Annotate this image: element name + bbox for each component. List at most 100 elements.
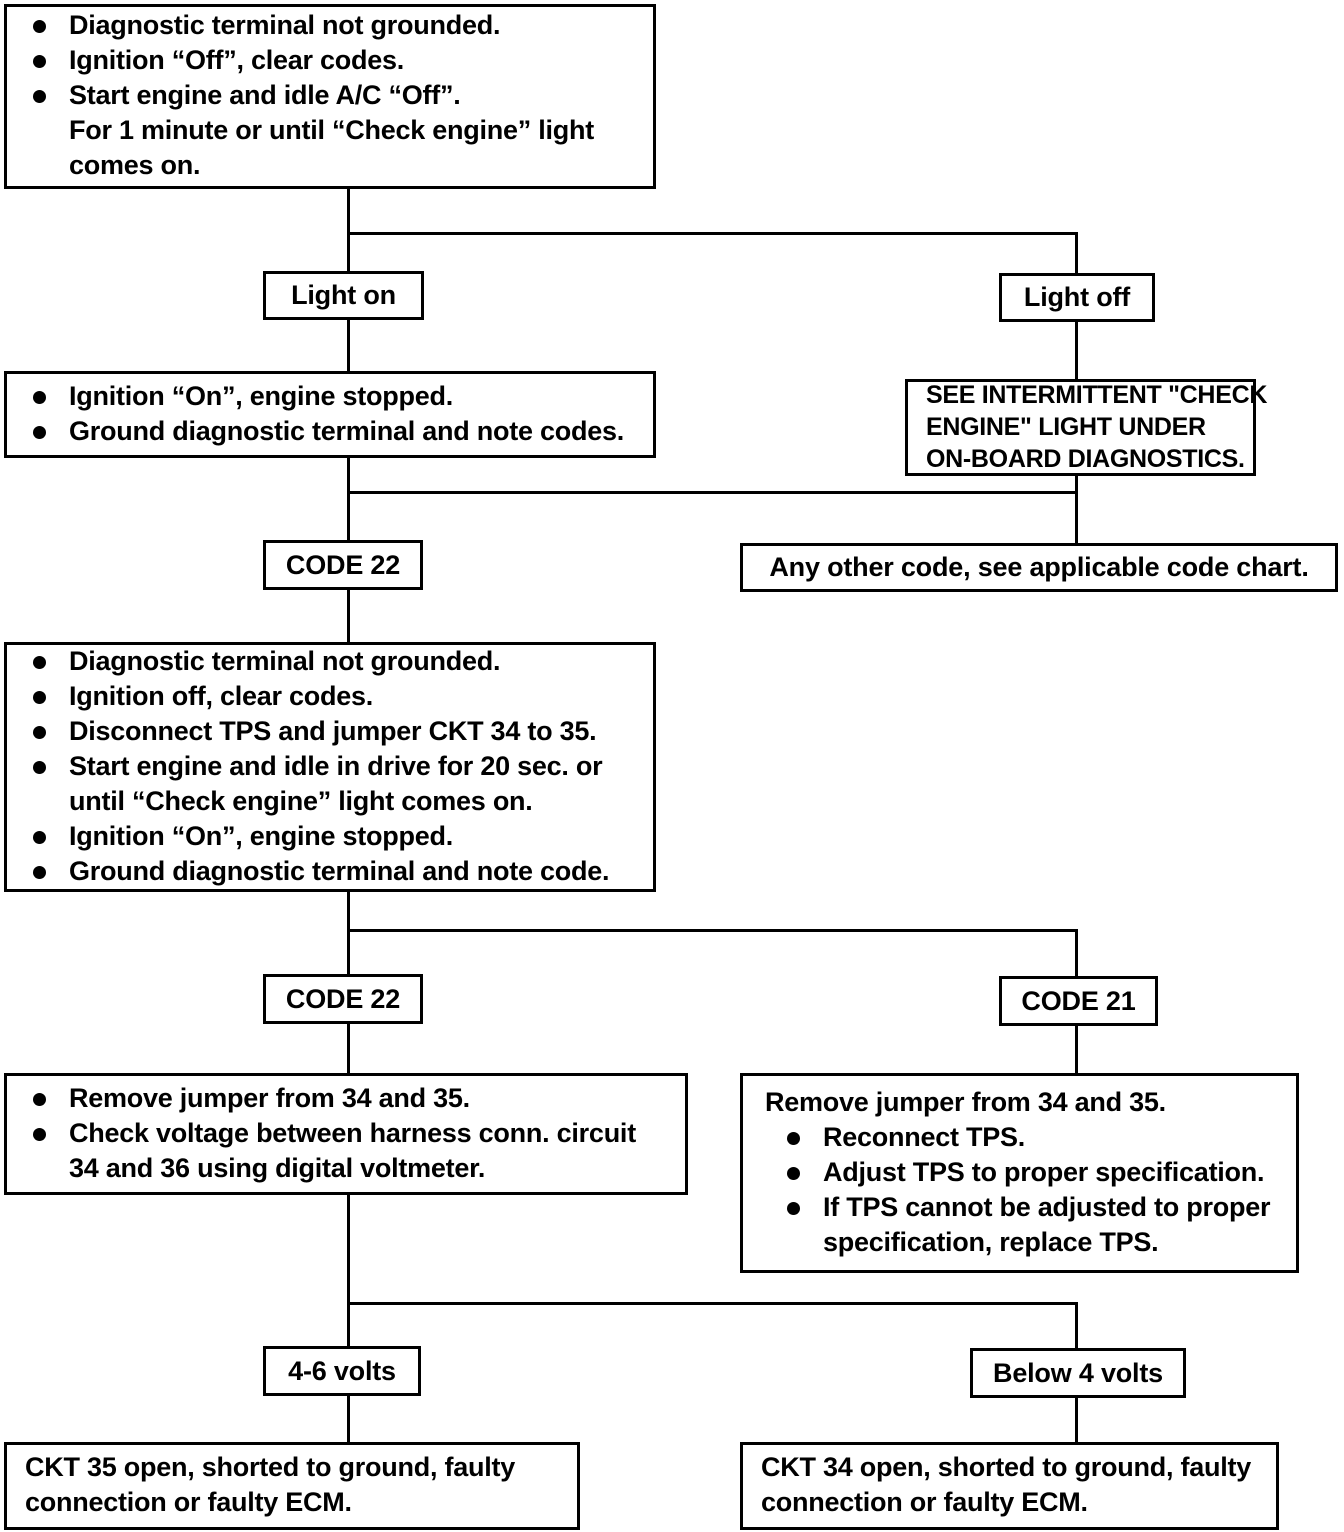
connector-step3-down [347,892,350,932]
bullet-dot-icon [33,90,46,103]
volts-below-4-label: Below 4 volts [993,1357,1163,1388]
volts-4-6-label: 4-6 volts [288,1355,396,1386]
bullet-dot-icon [787,1201,800,1215]
note-line: SEE INTERMITTENT "CHECK [926,380,1268,409]
bullet-dot-icon [33,425,46,439]
list-item: Ignition off, clear codes. [25,679,635,714]
list-item-text: Check voltage between harness conn. circ… [69,1117,636,1148]
initial-test-box: Diagnostic terminal not grounded. Igniti… [4,4,656,189]
code-22-label: CODE 22 [285,549,401,580]
list-item-text: Reconnect TPS. [823,1121,1026,1152]
list-item-continuation: 34 and 36 using digital voltmeter. [69,1152,486,1183]
bullet-dot-icon [33,760,46,774]
connector-to-code22-b [347,929,350,974]
list-item: Check voltage between harness conn. circ… [25,1116,667,1186]
list-item: Diagnostic terminal not grounded. [25,8,635,43]
light-on-label: Light on [291,280,396,310]
list-item: Remove jumper from 34 and 35. [25,1081,667,1116]
initial-test-bullet-list: Diagnostic terminal not grounded. Igniti… [25,8,635,183]
connector-volts-below4-down [1075,1398,1078,1443]
list-item: Ground diagnostic terminal and note code… [25,854,635,889]
list-item: Ground diagnostic terminal and note code… [25,414,635,449]
code-21-label: CODE 21 [1021,985,1136,1016]
any-other-code-label: Any other code, see applicable code char… [769,552,1309,582]
intermittent-note-box: SEE INTERMITTENT "CHECK ENGINE" LIGHT UN… [905,379,1268,476]
result-line: CKT 35 open, shorted to ground, faulty [25,1452,515,1482]
list-item: Reconnect TPS. [761,1120,1278,1155]
list-item: Start engine and idle in drive for 20 se… [25,749,635,819]
connector-junction2-horizontal [347,491,1078,494]
read-codes-box: Ignition “On”, engine stopped. Ground di… [4,371,656,458]
result-line: CKT 34 open, shorted to ground, faulty [761,1452,1251,1482]
list-item: Ignition “On”, engine stopped. [25,379,635,414]
note-line: ENGINE" LIGHT UNDER [926,412,1206,441]
connector-step2-down [347,458,350,493]
bullet-dot-icon [33,1127,46,1141]
bullet-dot-icon [33,655,46,669]
bullet-dot-icon [787,1166,800,1180]
list-item-text: Start engine and idle A/C “Off”. [69,80,461,110]
list-item-text: Ground diagnostic terminal and note code… [69,855,610,886]
volts-4-6-box: 4-6 volts [263,1346,421,1396]
bullet-dot-icon [33,390,46,404]
bullet-dot-icon [787,1131,800,1145]
connector-voltage-check-down [347,1195,350,1305]
read-codes-bullet-list: Ignition “On”, engine stopped. Ground di… [25,379,635,449]
code-21-box: CODE 21 [999,976,1158,1026]
list-item-text: Ignition “On”, engine stopped. [69,820,453,851]
connector-to-code21 [1075,929,1078,976]
list-item-text: Ground diagnostic terminal and note code… [69,415,625,446]
result-line: connection or faulty ECM. [25,1487,352,1517]
tps-adjust-box: Remove jumper from 34 and 35. Reconnect … [740,1073,1299,1273]
connector-to-light-on [347,232,350,272]
connector-step1-down [347,189,350,234]
connector-note-down [1075,476,1078,491]
list-item-continuation: For 1 minute or until “Check engine” lig… [69,115,595,145]
connector-code22a-down [347,590,350,643]
connector-code22b-down [347,1024,350,1074]
bullet-dot-icon [33,830,46,844]
connector-junction3-horizontal [347,929,1078,932]
tps-jumper-bullet-list: Diagnostic terminal not grounded. Igniti… [25,644,635,889]
connector-light-off-down [1075,322,1078,379]
list-item: Ignition “On”, engine stopped. [25,819,635,854]
light-off-box: Light off [999,273,1155,322]
bullet-dot-icon [33,725,46,739]
bullet-dot-icon [33,55,46,68]
result-line: connection or faulty ECM. [761,1487,1088,1517]
code-22-box-upper: CODE 22 [263,540,423,590]
list-item: Ignition “Off”, clear codes. [25,43,635,78]
list-item: If TPS cannot be adjusted to proper spec… [761,1190,1278,1260]
list-item-continuation: comes on. [69,150,201,180]
connector-code21-down [1075,1026,1078,1074]
light-off-label: Light off [1023,282,1131,312]
code-22-box-lower: CODE 22 [263,974,423,1024]
connector-to-4-6-volts [347,1302,350,1346]
list-item-text: Disconnect TPS and jumper CKT 34 to 35. [69,715,597,746]
note-line: ON-BOARD DIAGNOSTICS. [926,444,1245,473]
result-ckt35-box: CKT 35 open, shorted to ground, faulty c… [4,1442,580,1530]
list-item-text: Diagnostic terminal not grounded. [69,10,501,40]
list-item-text: Adjust TPS to proper specification. [823,1156,1265,1187]
list-item-text: Diagnostic terminal not grounded. [69,645,501,676]
connector-to-code22-a [347,491,350,540]
bullet-dot-icon [33,20,46,33]
list-item-text: Start engine and idle in drive for 20 se… [69,750,603,781]
connector-junction4-horizontal [347,1302,1078,1305]
code-22-label: CODE 22 [285,983,401,1014]
tps-jumper-test-box: Diagnostic terminal not grounded. Igniti… [4,642,656,892]
list-item-continuation: specification, replace TPS. [823,1226,1159,1257]
list-item: Diagnostic terminal not grounded. [25,644,635,679]
list-item-text: If TPS cannot be adjusted to proper [823,1191,1271,1222]
any-other-code-box: Any other code, see applicable code char… [740,543,1338,592]
list-item-text: Remove jumper from 34 and 35. [69,1082,470,1113]
tps-adjust-bullet-list: Reconnect TPS. Adjust TPS to proper spec… [761,1120,1278,1260]
volts-below-4-box: Below 4 volts [970,1348,1186,1398]
result-ckt34-box: CKT 34 open, shorted to ground, faulty c… [740,1442,1279,1530]
connector-to-other-code [1075,491,1078,543]
light-on-box: Light on [263,271,424,320]
list-item-text: Ignition “Off”, clear codes. [69,45,405,75]
bullet-dot-icon [33,690,46,704]
voltage-check-bullet-list: Remove jumper from 34 and 35. Check volt… [25,1081,667,1186]
